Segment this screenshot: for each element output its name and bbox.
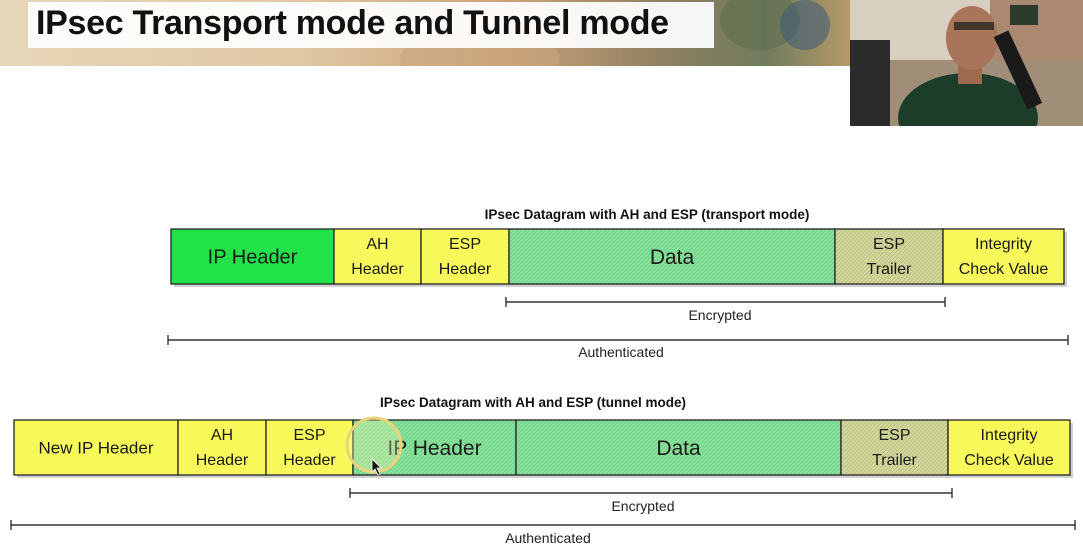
tunnel-field-label-line2: Header <box>283 452 336 469</box>
transport-mode-datagram: IPsec Datagram with AH and ESP (transpor… <box>167 207 1069 360</box>
tunnel-field-label-line1: ESP <box>878 427 910 444</box>
transport-caption: IPsec Datagram with AH and ESP (transpor… <box>485 207 810 222</box>
transport-field-label-line1: Integrity <box>975 236 1032 253</box>
presenter-webcam <box>850 0 1083 126</box>
tunnel-field-box <box>515 419 842 476</box>
tunnel-field-esp-trailer: ESP Trailer <box>840 419 949 476</box>
tunnel-authenticated-span: Authenticated <box>10 520 1076 546</box>
tunnel-field-label-line2: Check Value <box>964 452 1054 469</box>
tunnel-field-label-line1: ESP <box>293 427 325 444</box>
transport-authenticated-span: Authenticated <box>167 335 1069 360</box>
presenter-image <box>850 0 1083 126</box>
transport-field-ah-header: AH Header <box>333 228 422 285</box>
tunnel-field-ip-header: IP Header <box>352 419 517 476</box>
transport-encrypted-span: Encrypted <box>505 297 946 323</box>
tunnel-field-label: New IP Header <box>39 439 154 458</box>
transport-field-label-line2: Check Value <box>959 261 1049 278</box>
tunnel-field-label-line1: AH <box>211 427 233 444</box>
tunnel-field-label-line2: Header <box>196 452 249 469</box>
tunnel-field-ah-header: AH Header <box>177 419 267 476</box>
transport-field-label-line1: ESP <box>873 236 905 253</box>
transport-field-esp-trailer: ESP Trailer <box>834 228 944 285</box>
tunnel-field-box <box>13 419 179 476</box>
transport-field-esp-header: ESP Header <box>420 228 510 285</box>
transport-field-box <box>333 228 422 285</box>
tunnel-field-box <box>840 419 949 476</box>
tunnel-authenticated-label: Authenticated <box>505 530 591 546</box>
title-box <box>28 2 714 48</box>
transport-field-label-line1: ESP <box>449 236 481 253</box>
transport-field-label-line1: AH <box>366 236 388 253</box>
cursor-highlight <box>345 416 403 474</box>
slide-title: IPsec Transport mode and Tunnel mode <box>36 4 669 42</box>
transport-field-label-line2: Header <box>439 261 492 278</box>
tunnel-field-label-line1: Integrity <box>981 427 1038 444</box>
tunnel-encrypted-span: Encrypted <box>349 488 953 514</box>
tunnel-caption: IPsec Datagram with AH and ESP (tunnel m… <box>380 395 686 410</box>
tunnel-field-label-line2: Trailer <box>872 452 917 469</box>
transport-field-label: IP Header <box>208 247 298 269</box>
tunnel-field-box <box>947 419 1071 476</box>
transport-field-label: Data <box>650 246 695 269</box>
tunnel-field-box <box>265 419 354 476</box>
tunnel-mode-datagram: IPsec Datagram with AH and ESP (tunnel m… <box>10 395 1076 546</box>
transport-field-data: Data <box>508 228 836 285</box>
tunnel-encrypted-label: Encrypted <box>611 498 674 514</box>
transport-field-box <box>942 228 1065 285</box>
transport-encrypted-label: Encrypted <box>688 307 751 323</box>
banner-texture <box>780 0 830 50</box>
tunnel-field-data: Data <box>515 419 842 476</box>
transport-field-label-line2: Trailer <box>867 261 912 278</box>
tunnel-field-label: IP Header <box>387 437 481 460</box>
transport-field-box <box>508 228 836 285</box>
tunnel-field-esp-header: ESP Header <box>265 419 354 476</box>
tunnel-field-label: Data <box>656 437 701 460</box>
mouse-cursor-icon <box>371 458 382 476</box>
tunnel-field-new-ip-header: New IP Header <box>13 419 179 476</box>
transport-authenticated-label: Authenticated <box>578 344 664 360</box>
tunnel-field-box <box>177 419 267 476</box>
transport-field-ip-header: IP Header <box>170 228 335 285</box>
transport-field-label-line2: Header <box>351 261 404 278</box>
